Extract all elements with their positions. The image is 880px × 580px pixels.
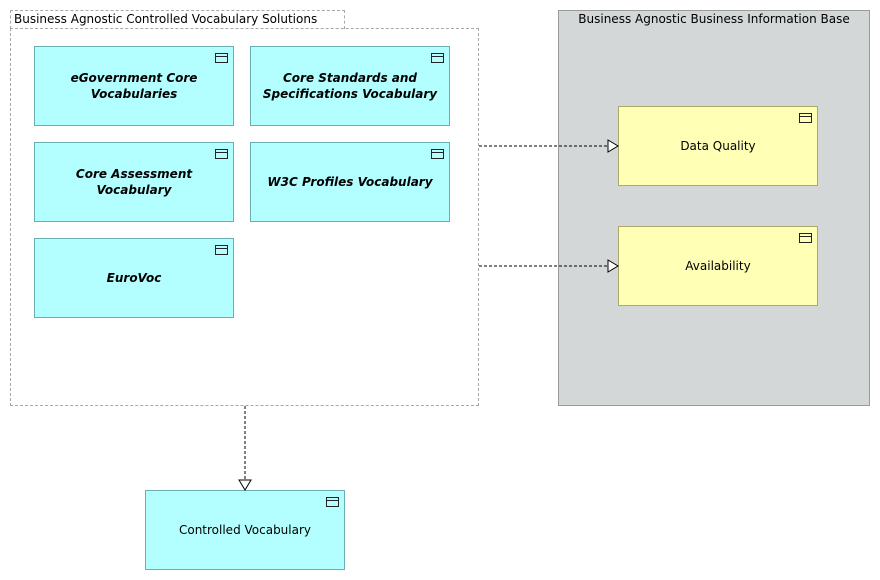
business-object-icon	[215, 149, 228, 159]
element-label: Data Quality	[680, 139, 756, 153]
element-label: eGovernment Core Vocabularies	[70, 71, 198, 101]
element-core-standards-specifications-vocabulary[interactable]: Core Standards and Specifications Vocabu…	[250, 46, 450, 126]
grouping-tab	[10, 10, 345, 29]
business-information-base-container[interactable]	[558, 10, 870, 406]
element-label: Controlled Vocabulary	[178, 523, 312, 537]
element-controlled-vocabulary[interactable]: Controlled Vocabulary	[145, 490, 345, 570]
element-label: Core Assessment Vocabulary	[75, 167, 193, 197]
business-object-icon	[215, 53, 228, 63]
element-core-assessment-vocabulary[interactable]: Core Assessment Vocabulary	[34, 142, 234, 222]
element-data-quality[interactable]: Data Quality	[618, 106, 818, 186]
grouping-controlled-vocabulary-solutions[interactable]	[10, 28, 479, 406]
element-availability[interactable]: Availability	[618, 226, 818, 306]
connector-to-controlled-vocabulary[interactable]	[238, 406, 252, 491]
connector-to-data-quality[interactable]	[479, 139, 619, 153]
business-information-base-title: Business Agnostic Business Information B…	[578, 12, 850, 26]
grouping-title: Business Agnostic Controlled Vocabulary …	[14, 12, 318, 26]
business-object-icon	[799, 233, 812, 243]
business-object-icon	[431, 149, 444, 159]
element-label: W3C Profiles Vocabulary	[267, 175, 433, 189]
element-label: Availability	[685, 259, 751, 273]
business-object-icon	[326, 497, 339, 507]
element-label: EuroVoc	[106, 271, 162, 285]
element-label: Core Standards and Specifications Vocabu…	[262, 71, 438, 101]
element-eurovoc[interactable]: EuroVoc	[34, 238, 234, 318]
business-object-icon	[215, 245, 228, 255]
connector-to-availability[interactable]	[479, 259, 619, 273]
business-object-icon	[431, 53, 444, 63]
element-egovernment-core-vocabularies[interactable]: eGovernment Core Vocabularies	[34, 46, 234, 126]
business-object-icon	[799, 113, 812, 123]
element-w3c-profiles-vocabulary[interactable]: W3C Profiles Vocabulary	[250, 142, 450, 222]
